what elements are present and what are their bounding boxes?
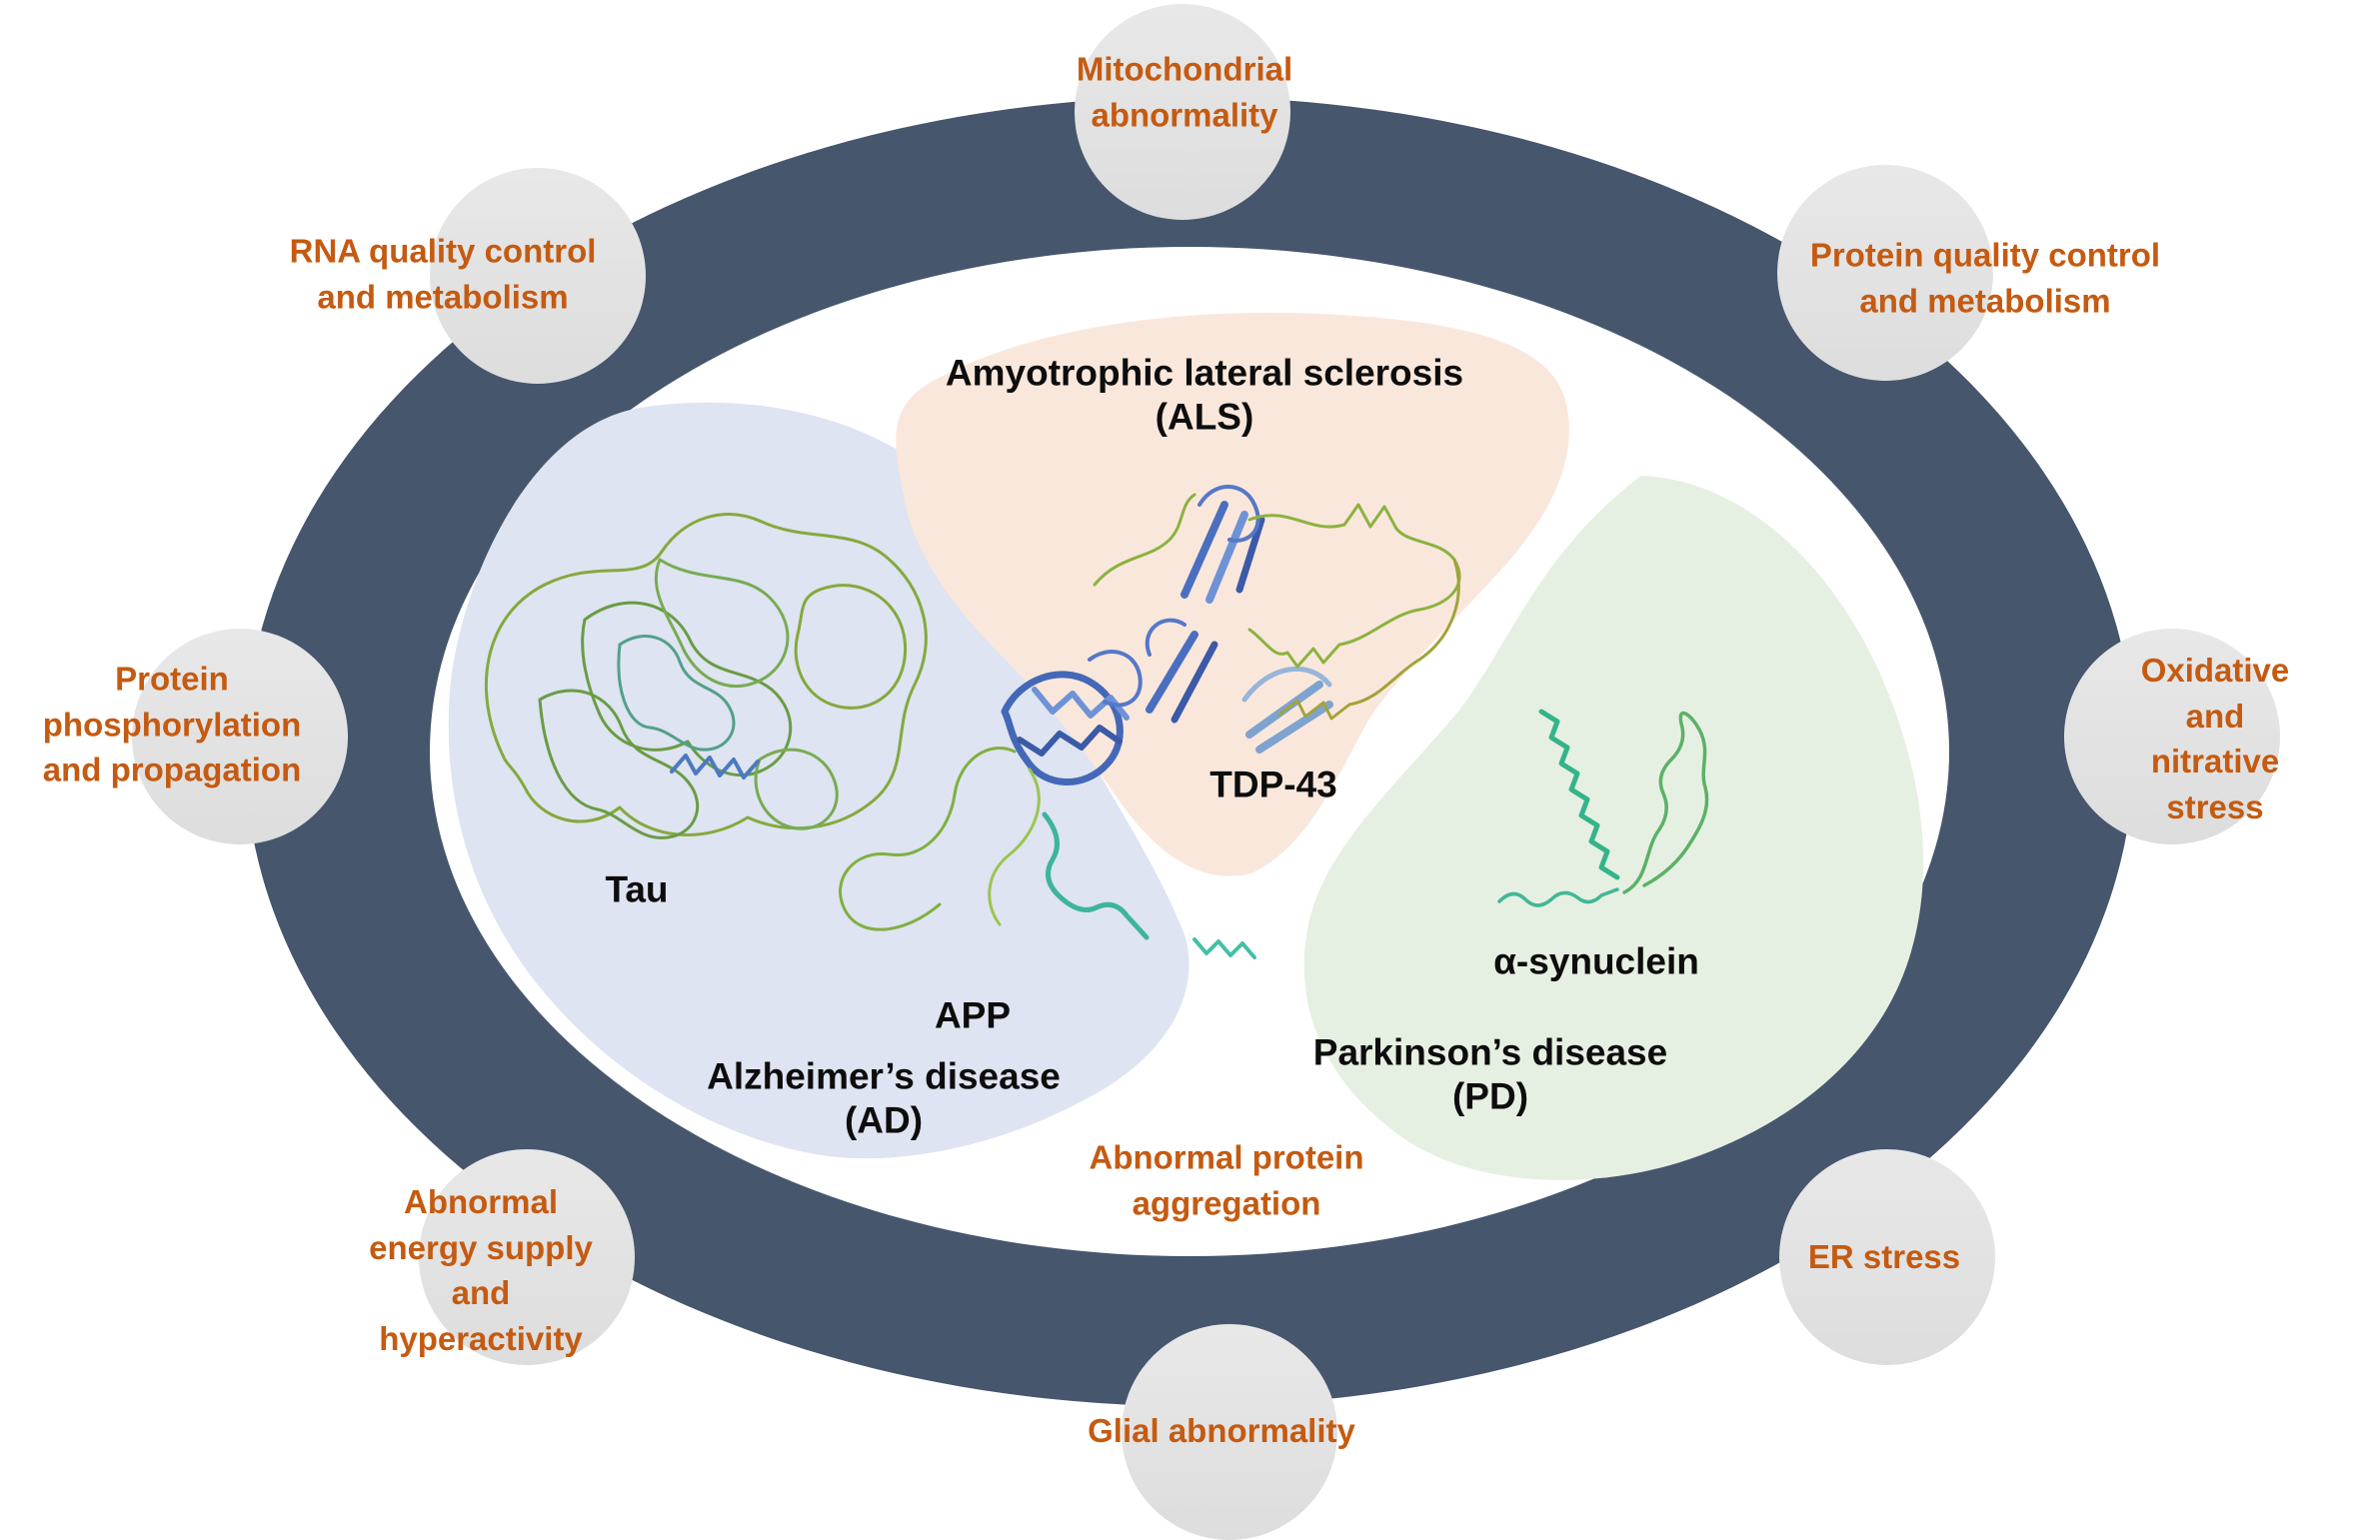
mechanism-circle-phosphorylation: [132, 629, 348, 844]
mechanism-circle-er-stress: [1779, 1149, 1995, 1365]
mechanism-circle-oxidative: [2064, 629, 2280, 844]
mechanism-circle-energy: [419, 1149, 635, 1365]
mechanism-circle-glial: [1122, 1324, 1337, 1540]
als-region: [896, 312, 1569, 876]
tdp43-structure: [1093, 485, 1461, 754]
mechanism-circle-rna-quality: [430, 168, 646, 384]
tau-structure: [484, 513, 928, 839]
mechanism-circle-protein-quality: [1777, 165, 1993, 381]
app-structure: [839, 650, 1256, 959]
alpha-synuclein-structure: [1497, 709, 1709, 907]
mechanism-circle-mitochondrial: [1075, 4, 1290, 220]
pd-region: [1303, 476, 1924, 1180]
